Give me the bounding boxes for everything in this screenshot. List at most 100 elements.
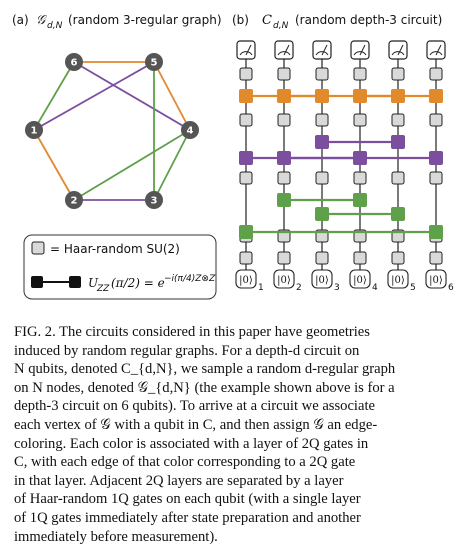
meter-needle	[245, 44, 252, 56]
meter-needle	[321, 44, 328, 56]
graph-node	[25, 121, 43, 139]
graph-edge	[73, 61, 191, 131]
caption-line: depth-3 circuit on 6 qubits). To arrive …	[14, 398, 375, 415]
caption-line: on N nodes, denoted 𝒢_{d,N} (the example…	[14, 379, 395, 396]
haar-1q-gate	[239, 251, 253, 265]
zz-gate-node	[277, 89, 291, 103]
meter-needle	[359, 44, 366, 56]
graph-node-label: 2	[71, 196, 78, 207]
graph-edge	[153, 129, 191, 201]
haar-1q-gate	[239, 67, 253, 81]
zz-gate-node	[391, 89, 405, 103]
panel-a-title: (a) 𝒢 d,N (random 3-regular graph)	[12, 13, 222, 31]
graph-node-label: 6	[71, 58, 78, 69]
qubit-index-label: 2	[296, 283, 302, 293]
haar-1q-gate	[429, 171, 443, 185]
graph-edge	[33, 61, 155, 131]
haar-1q-gate	[391, 113, 405, 127]
haar-1q-gate	[277, 113, 291, 127]
initial-state-box	[349, 269, 371, 289]
qubit-index-label: 5	[410, 283, 416, 293]
haar-gate-swatch	[31, 241, 45, 255]
haar-1q-gate	[315, 113, 329, 127]
caption-line: immediately before measurement).	[14, 528, 218, 545]
haar-1q-gate	[239, 113, 253, 127]
circuit-symbol: C	[262, 13, 272, 28]
initial-state-ket: |0⟩	[353, 275, 367, 286]
measurement-gate	[350, 40, 370, 60]
zz-gate-node	[429, 151, 443, 165]
graph-node	[65, 53, 83, 71]
zz-gate-node	[239, 225, 253, 239]
zz-formula-rest: (π/2) = e	[111, 276, 165, 290]
zz-formula-u: U	[88, 276, 99, 290]
graph-edge	[73, 129, 191, 201]
caption-line: C, with each edge of that color correspo…	[14, 454, 356, 471]
panel-a-title-text: (random 3-regular graph)	[68, 13, 222, 27]
caption-line: induced by random regular graphs. For a …	[14, 342, 360, 359]
meter-needle	[283, 44, 290, 56]
qubit-index-label: 3	[334, 283, 340, 293]
zz-gate-right-swatch	[69, 276, 81, 288]
graph-node	[145, 53, 163, 71]
haar-1q-gate	[391, 171, 405, 185]
zz-formula-sub: ZZ	[96, 284, 110, 294]
measurement-gate	[274, 40, 294, 60]
haar-1q-gate	[353, 113, 367, 127]
haar-1q-gate	[353, 67, 367, 81]
graph-symbol: 𝒢	[36, 13, 48, 28]
zz-gate-node	[239, 151, 253, 165]
haar-1q-gate	[239, 171, 253, 185]
initial-state-ket: |0⟩	[277, 275, 291, 286]
measurement-gate	[236, 40, 256, 60]
graph-node	[181, 121, 199, 139]
zz-gate-left-swatch	[31, 276, 43, 288]
zz-gate-node	[315, 207, 329, 221]
haar-1q-gate	[391, 251, 405, 265]
initial-state-ket: |0⟩	[315, 275, 329, 286]
haar-1q-gate	[315, 251, 329, 265]
graph-node-label: 4	[187, 126, 194, 137]
caption-line: N qubits, denoted C_{d,N}, we sample a r…	[14, 361, 396, 378]
haar-1q-gate	[353, 251, 367, 265]
zz-gate-node	[277, 151, 291, 165]
initial-state-ket: |0⟩	[429, 275, 443, 286]
meter-arc	[315, 51, 329, 56]
graph-edge	[153, 61, 191, 131]
haar-1q-gate	[277, 67, 291, 81]
figure-caption: FIG. 2. The circuits considered in this …	[14, 323, 461, 546]
haar-1q-gate	[429, 251, 443, 265]
initial-state-box	[235, 269, 257, 289]
caption-line: in that layer. Adjacent 2Q layers are se…	[14, 472, 344, 489]
zz-gate-node	[391, 135, 405, 149]
panel-b-title-text: (random depth-3 circuit)	[295, 13, 442, 27]
caption-line: FIG. 2. The circuits considered in this …	[14, 324, 370, 340]
haar-1q-gate	[429, 67, 443, 81]
caption-line: coloring. Each color is associated with …	[14, 435, 369, 452]
panel-b-tag: (b)	[232, 13, 249, 27]
graph-edge	[33, 129, 75, 201]
random-depth-circuit: |0⟩1|0⟩2|0⟩3|0⟩4|0⟩5|0⟩6	[235, 40, 454, 293]
meter-arc	[277, 51, 291, 56]
zz-gate-node	[391, 207, 405, 221]
zz-gate-node	[353, 193, 367, 207]
initial-state-box	[425, 269, 447, 289]
circuit-subscript: d,N	[273, 21, 289, 31]
zz-gate-node	[429, 225, 443, 239]
caption-line: of Haar-random 1Q gates on each qubit (w…	[14, 491, 361, 508]
haar-1q-gate	[353, 171, 367, 185]
measurement-gate	[388, 40, 408, 60]
initial-state-ket: |0⟩	[391, 275, 405, 286]
haar-1q-gate	[315, 171, 329, 185]
zz-gate-node	[277, 193, 291, 207]
graph-node	[145, 191, 163, 209]
graph-node-label: 3	[151, 196, 158, 207]
graph-node-label: 5	[151, 58, 158, 69]
qubit-index-label: 1	[258, 283, 264, 293]
meter-needle	[397, 44, 404, 56]
meter-arc	[239, 51, 253, 56]
caption-line: each vertex of 𝒢 with a qubit in C, and …	[14, 416, 378, 433]
graph-edge	[33, 61, 75, 131]
zz-gate-node	[315, 135, 329, 149]
